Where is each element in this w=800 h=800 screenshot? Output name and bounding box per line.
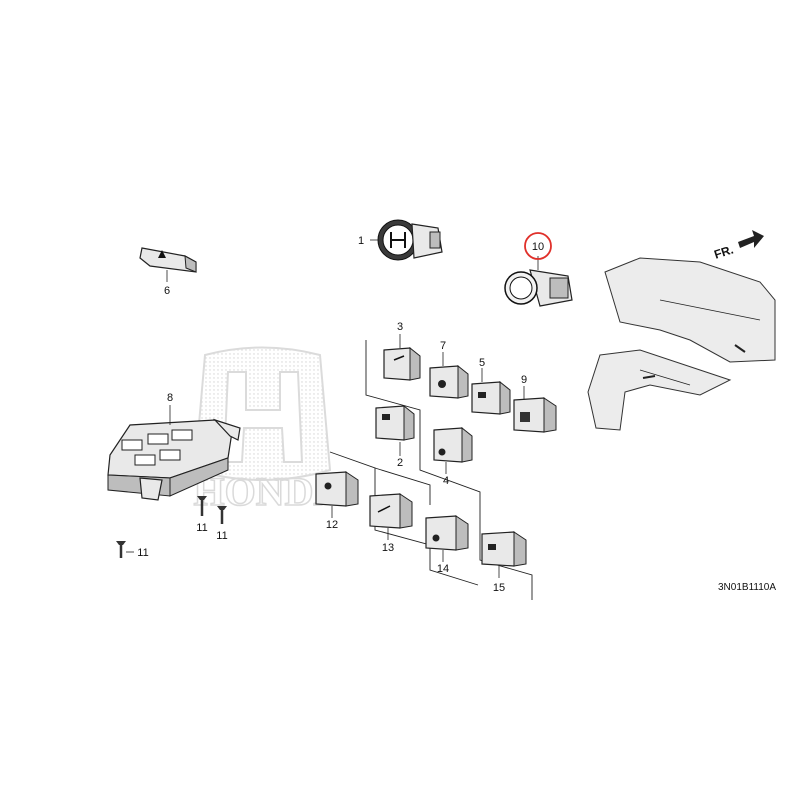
part-15-switch[interactable]: [481, 531, 527, 578]
part-11-screw-a[interactable]: [197, 496, 207, 516]
part-3-switch[interactable]: [383, 334, 421, 381]
highlight-ring: [524, 232, 552, 260]
callout-7: 7: [440, 340, 446, 352]
direction-label: FR.: [712, 242, 735, 261]
callout-9: 9: [521, 374, 527, 386]
callout-11b: 11: [216, 530, 227, 542]
part-5-switch[interactable]: [471, 368, 511, 415]
reference-code: 3N01B1110A: [718, 582, 776, 593]
callout-13: 13: [382, 542, 394, 554]
part-7-switch[interactable]: [429, 352, 469, 399]
group-guide-lines: [329, 340, 533, 600]
part-4-switch[interactable]: [433, 426, 473, 474]
callout-14: 14: [437, 563, 449, 575]
callout-labels: 1 2 3 4 5 6 7 8 9 10 11 11 11 12 13 14 1…: [137, 235, 544, 594]
callout-10: 10: [532, 241, 544, 253]
part-11-screw-c[interactable]: [116, 541, 134, 558]
part-11-screw-b[interactable]: [217, 506, 227, 524]
part-6-hazard-switch[interactable]: [139, 247, 197, 282]
dashboard-location-view: [587, 257, 776, 431]
callout-3: 3: [397, 321, 403, 333]
part-1-round-switch[interactable]: [370, 219, 443, 261]
part-10-round-switch[interactable]: [504, 256, 573, 307]
part-12-switch[interactable]: [315, 471, 359, 518]
callout-11a: 11: [196, 522, 207, 534]
part-2-switch[interactable]: [375, 404, 415, 456]
part-9-switch[interactable]: [513, 386, 557, 433]
callout-6: 6: [164, 285, 170, 297]
callout-5: 5: [479, 357, 485, 369]
callout-12: 12: [326, 519, 338, 531]
callout-8: 8: [167, 392, 173, 404]
front-direction-indicator: FR.: [712, 230, 764, 262]
callout-1: 1: [358, 235, 364, 247]
part-14-switch[interactable]: [425, 515, 469, 562]
callout-11c: 11: [137, 547, 148, 559]
part-13-switch[interactable]: [369, 493, 413, 540]
callout-2: 2: [397, 457, 403, 469]
part-8-master-switch[interactable]: [107, 405, 241, 501]
callout-4: 4: [443, 475, 449, 487]
callout-15: 15: [493, 582, 505, 594]
arrow-right-icon: [738, 230, 764, 248]
